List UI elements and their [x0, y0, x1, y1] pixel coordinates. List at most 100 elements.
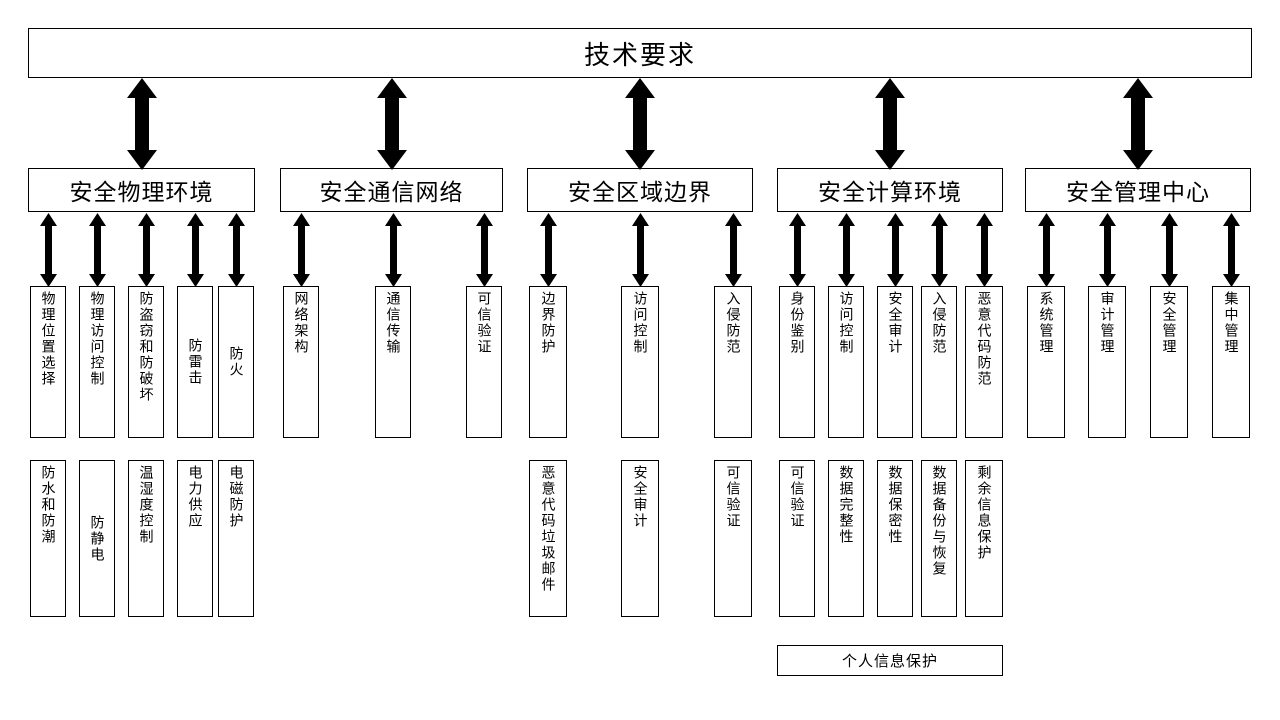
arrow-group-to-item-computing-3 [929, 213, 950, 287]
item-label: 物理访问控制 [89, 291, 106, 387]
arrow-group-to-item-management-2 [1159, 213, 1180, 287]
arrow-group-to-item-management-0 [1036, 213, 1057, 287]
item-label: 防静电 [89, 514, 106, 563]
item-box: 防雷击 [177, 286, 213, 438]
arrow-group-to-item-boundary-2 [723, 213, 744, 287]
item-label: 防水和防潮 [40, 465, 57, 545]
item-box: 数据保密性 [877, 460, 913, 617]
group-header-boundary: 安全区域边界 [527, 168, 753, 212]
arrow-group-to-item-communication-0 [291, 213, 312, 287]
arrow-group-to-item-physical-1 [87, 213, 108, 287]
group-header-label: 安全计算环境 [818, 179, 962, 205]
item-label: 电磁防护 [228, 465, 245, 529]
item-box: 安全管理 [1150, 286, 1188, 438]
item-label: 数据保密性 [887, 465, 904, 545]
arrow-root-to-group-boundary [623, 78, 657, 170]
item-label: 网络架构 [293, 291, 310, 355]
personal-information-protection-box: 个人信息保护 [777, 645, 1003, 676]
item-label: 安全管理 [1161, 291, 1178, 355]
item-box: 系统管理 [1027, 286, 1065, 438]
item-label: 可信验证 [725, 465, 742, 529]
group-header-label: 安全管理中心 [1066, 179, 1210, 205]
item-box: 边界防护 [529, 286, 567, 438]
arrow-group-to-item-physical-0 [38, 213, 59, 287]
item-label: 数据完整性 [838, 465, 855, 545]
item-label: 集中管理 [1223, 291, 1240, 355]
item-box: 审计管理 [1088, 286, 1126, 438]
item-box: 可信验证 [466, 286, 502, 438]
item-label: 防火 [228, 346, 245, 378]
arrow-group-to-item-computing-2 [885, 213, 906, 287]
group-header-computing: 安全计算环境 [777, 168, 1003, 212]
arrow-group-to-item-computing-0 [787, 213, 808, 287]
item-box: 安全审计 [877, 286, 913, 438]
arrow-group-to-item-physical-4 [226, 213, 247, 287]
item-box: 电磁防护 [218, 460, 254, 617]
root-node-technical-requirements: 技术要求 [28, 28, 1252, 78]
item-label: 通信传输 [385, 291, 402, 355]
item-box: 入侵防范 [921, 286, 957, 438]
item-box: 防火 [218, 286, 254, 438]
item-label: 防雷击 [187, 338, 204, 386]
item-box: 可信验证 [779, 460, 815, 617]
arrow-root-to-group-management [1121, 78, 1155, 170]
item-box: 恶意代码垃圾邮件 [529, 460, 567, 617]
item-label: 安全审计 [632, 465, 649, 529]
item-label: 身份鉴别 [789, 291, 806, 355]
root-node-label: 技术要求 [583, 39, 696, 70]
item-box: 访问控制 [621, 286, 659, 438]
item-label: 系统管理 [1038, 291, 1055, 355]
item-box: 温湿度控制 [128, 460, 164, 617]
personal-information-protection-label: 个人信息保护 [841, 653, 938, 670]
item-label: 审计管理 [1099, 291, 1116, 355]
item-box: 通信传输 [375, 286, 411, 438]
item-label: 电力供应 [187, 465, 204, 529]
item-label: 数据备份与恢复 [931, 465, 948, 577]
item-label: 访问控制 [632, 291, 649, 355]
item-box: 防水和防潮 [30, 460, 66, 617]
group-header-management: 安全管理中心 [1025, 168, 1251, 212]
item-box: 防盗窃和防破坏 [128, 286, 164, 438]
item-label: 安全审计 [887, 291, 904, 355]
item-label: 访问控制 [838, 291, 855, 355]
item-label: 可信验证 [476, 291, 493, 355]
arrow-group-to-item-communication-1 [383, 213, 404, 287]
item-box: 恶意代码防范 [965, 286, 1003, 438]
arrow-group-to-item-boundary-0 [538, 213, 559, 287]
arrow-group-to-item-computing-4 [974, 213, 995, 287]
group-header-communication: 安全通信网络 [280, 168, 503, 212]
item-label: 边界防护 [540, 291, 557, 355]
group-header-label: 安全区域边界 [568, 179, 712, 205]
item-box: 物理访问控制 [79, 286, 115, 438]
item-box: 剩余信息保护 [965, 460, 1003, 617]
item-label: 恶意代码防范 [976, 291, 993, 387]
item-box: 物理位置选择 [30, 286, 66, 438]
item-box: 安全审计 [621, 460, 659, 617]
arrow-group-to-item-physical-2 [136, 213, 157, 287]
item-label: 防盗窃和防破坏 [138, 291, 155, 403]
item-box: 电力供应 [177, 460, 213, 617]
item-label: 剩余信息保护 [976, 465, 993, 561]
item-box: 网络架构 [283, 286, 319, 438]
item-box: 访问控制 [828, 286, 864, 438]
item-label: 入侵防范 [725, 291, 742, 355]
arrow-group-to-item-management-3 [1221, 213, 1242, 287]
item-box: 数据备份与恢复 [921, 460, 957, 617]
arrow-group-to-item-physical-3 [185, 213, 206, 287]
arrow-root-to-group-communication [375, 78, 409, 170]
item-label: 恶意代码垃圾邮件 [540, 465, 557, 593]
item-label: 物理位置选择 [40, 291, 57, 387]
group-header-physical: 安全物理环境 [28, 168, 255, 212]
group-header-label: 安全通信网络 [319, 179, 464, 205]
item-label: 可信验证 [789, 465, 806, 529]
group-header-label: 安全物理环境 [69, 179, 214, 205]
item-box: 防静电 [79, 460, 115, 617]
arrow-group-to-item-computing-1 [836, 213, 857, 287]
item-box: 身份鉴别 [779, 286, 815, 438]
item-label: 入侵防范 [931, 291, 948, 355]
item-label: 温湿度控制 [138, 465, 155, 545]
arrow-root-to-group-physical [125, 78, 159, 170]
arrow-group-to-item-boundary-1 [630, 213, 651, 287]
item-box: 可信验证 [714, 460, 752, 617]
